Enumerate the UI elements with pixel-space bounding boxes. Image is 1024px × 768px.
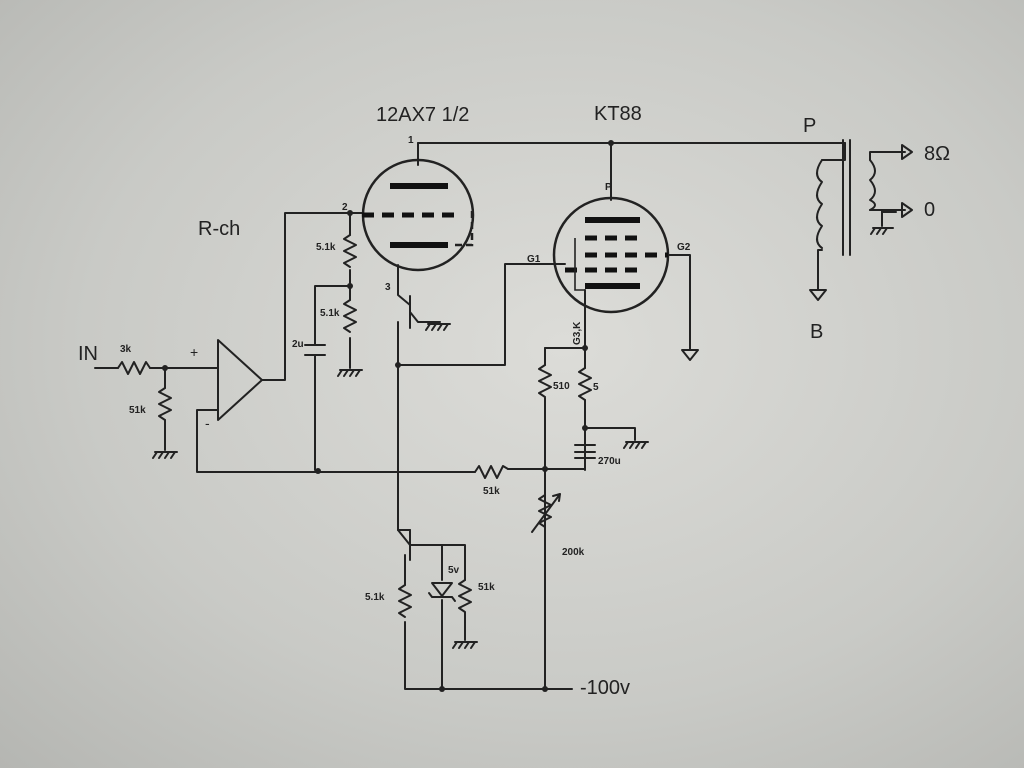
zener-diode — [428, 582, 456, 602]
pot-label: 200k — [562, 547, 585, 558]
power-pentode — [552, 196, 670, 314]
g1-label: G1 — [527, 254, 541, 265]
supply-label: -100v — [580, 677, 630, 699]
r-grid-top-label: 5.1k — [316, 242, 336, 253]
g2-wire — [667, 254, 691, 351]
resistor-r-feedback — [474, 465, 509, 479]
channel-label: R-ch — [198, 218, 240, 240]
resistor-r-grid-top — [343, 234, 357, 268]
g1-drive-wire — [397, 263, 566, 366]
triode-heater — [455, 210, 474, 247]
r-k510-label: 510 — [553, 381, 570, 392]
out-0-arrow — [901, 202, 913, 218]
pentode-plate-label: P — [605, 182, 612, 193]
power-tube-label: KT88 — [594, 103, 642, 125]
opamp-triangle — [217, 339, 263, 421]
b-plus-label: B — [810, 321, 823, 343]
input-label: IN — [78, 343, 98, 365]
g2-label: G2 — [677, 242, 691, 253]
r-k5-label: 5 — [593, 382, 599, 393]
cs-bottom-rail — [404, 621, 546, 690]
cathode-label: G3,K — [572, 321, 583, 345]
pot-arrow — [531, 493, 561, 533]
ground-output — [870, 227, 894, 235]
preamp-tube-label: 12AX7 1/2 — [376, 104, 469, 126]
xfmr-b-lead — [817, 249, 823, 291]
r-in-shunt-label: 51k — [129, 405, 146, 416]
pentode-g3-link — [574, 238, 585, 291]
resistor-r-k5 — [578, 367, 592, 401]
cap-k-label: 270u — [598, 456, 621, 467]
r-grid-bottom-label: 5.1k — [320, 308, 340, 319]
r-feedback-label: 51k — [483, 486, 500, 497]
pin-2-label: 2 — [342, 202, 348, 213]
triode-envelope — [361, 158, 475, 272]
grounds — [152, 227, 894, 649]
xfmr-primary — [816, 159, 823, 249]
follower-collector — [409, 311, 441, 323]
cap-grid-label: 2u — [292, 339, 304, 350]
pin-1-label: 1 — [408, 135, 414, 146]
opamp-minus-label: - — [205, 415, 210, 431]
out-8-arrow — [901, 144, 913, 160]
feedback-wire-left — [196, 409, 476, 473]
preamp-cathode-lead — [397, 264, 411, 306]
output-transformer — [816, 139, 876, 256]
resistor-r-in-shunt — [158, 387, 172, 421]
ground-grid — [337, 369, 363, 377]
g2-supply-arrow — [681, 349, 699, 361]
ground-follower — [425, 323, 451, 331]
b-plus-arrow — [809, 289, 827, 301]
junctions — [162, 140, 614, 692]
zener-label: 5v — [448, 565, 460, 576]
pin-3-label: 3 — [385, 282, 391, 293]
xfmr-8ohm-lead — [869, 151, 906, 161]
ground-zener — [452, 641, 478, 649]
xfmr-secondary — [869, 159, 876, 211]
grid-drive-wire — [261, 212, 363, 381]
capacitors — [304, 211, 897, 459]
resistor-r-cs-emitter — [398, 584, 412, 618]
transistors — [397, 295, 411, 561]
xfmr-p-label: P — [803, 115, 816, 137]
out-0-label: 0 — [924, 199, 935, 221]
r-zener-label: 51k — [478, 582, 495, 593]
preamp-triode — [361, 158, 475, 272]
cs-base-wire — [397, 529, 466, 581]
opamp-plus-label: + — [190, 344, 198, 360]
r5-ground — [584, 427, 636, 441]
resistor-r-in — [117, 361, 151, 375]
resistor-r-zener — [458, 579, 472, 623]
r-in-label: 3k — [120, 344, 132, 355]
resistor-r-k510 — [538, 364, 552, 398]
wires — [94, 142, 906, 690]
xfmr-p-lead — [821, 142, 846, 161]
r-cs-emitter-label: 5.1k — [365, 592, 385, 603]
ground-input — [152, 451, 178, 459]
out-8-label: 8Ω — [924, 143, 950, 165]
ground-cathode — [623, 441, 649, 449]
resistors — [117, 234, 592, 623]
grid-divider-node — [314, 269, 351, 346]
resistor-r-grid-bottom — [343, 299, 357, 333]
